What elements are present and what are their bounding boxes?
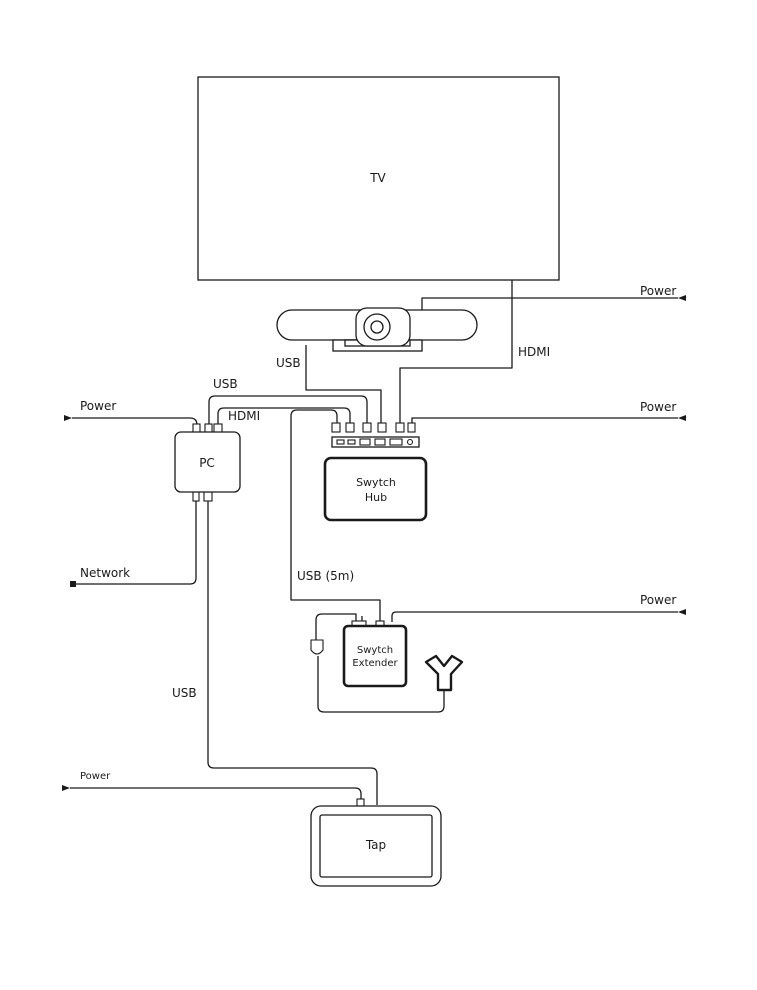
- hub-label-line1: Swytch: [356, 476, 396, 489]
- power-arrow-extender: [678, 609, 686, 615]
- tap-screen: [319, 814, 433, 878]
- label-power-hub: Power: [640, 400, 676, 414]
- label-usb-5m: USB (5m): [297, 569, 354, 583]
- label-usb-tap: USB: [172, 686, 197, 700]
- hdmi-cable-tv-hub: [399, 280, 513, 424]
- label-power-extender: Power: [640, 593, 676, 607]
- label-hdmi-pc: HDMI: [228, 409, 260, 423]
- label-power-pc: Power: [80, 399, 116, 413]
- hdmi-cable-pc-hub: [217, 407, 351, 424]
- usb-cable-tap: [207, 500, 378, 805]
- tv-label: TV: [369, 171, 386, 185]
- usb-cable-pc-hub: [208, 395, 368, 424]
- label-network: Network: [80, 566, 130, 580]
- power-arrow-hub: [678, 415, 686, 421]
- pc-box: [174, 431, 241, 493]
- label-power-tap: Power: [80, 771, 111, 782]
- label-power-top-right: Power: [640, 284, 676, 298]
- swytch-extender: [342, 624, 408, 688]
- y-splitter-icon: [424, 654, 464, 692]
- power-arrow-tap: [62, 785, 70, 791]
- camera-bar: [276, 307, 478, 352]
- extender-label-line2: Extender: [352, 658, 398, 669]
- pc-label: PC: [199, 456, 215, 470]
- splitter-loop-cable: [317, 656, 445, 713]
- power-arrow-pc: [64, 415, 72, 421]
- power-cable-tap: [70, 787, 362, 800]
- extender-side-plug: [310, 639, 324, 655]
- label-usb-pc-top: USB: [213, 377, 238, 391]
- tap-port: [356, 798, 365, 807]
- tap-label: Tap: [365, 838, 386, 852]
- label-hdmi-camera: HDMI: [518, 345, 550, 359]
- extender-mic-cable: [315, 613, 357, 640]
- power-cable-pc: [72, 417, 198, 426]
- network-plug-end: [70, 581, 76, 587]
- usb-cable-camera-hub: [305, 345, 382, 424]
- label-usb-camera: USB: [276, 356, 301, 370]
- usb-5m-cable: [290, 409, 381, 622]
- swytch-hub: [323, 456, 428, 522]
- power-cable-extender: [391, 611, 678, 622]
- network-cable: [76, 500, 197, 585]
- hub-port-strip: [331, 436, 420, 448]
- power-cable-hub: [411, 417, 678, 424]
- power-cable-camera: [421, 297, 678, 312]
- hub-ports: [331, 422, 416, 433]
- power-arrow-top-right: [678, 295, 686, 301]
- tv-screen: [197, 76, 560, 281]
- hub-label-line2: Hub: [365, 491, 387, 504]
- extender-label-line1: Swytch: [357, 645, 393, 656]
